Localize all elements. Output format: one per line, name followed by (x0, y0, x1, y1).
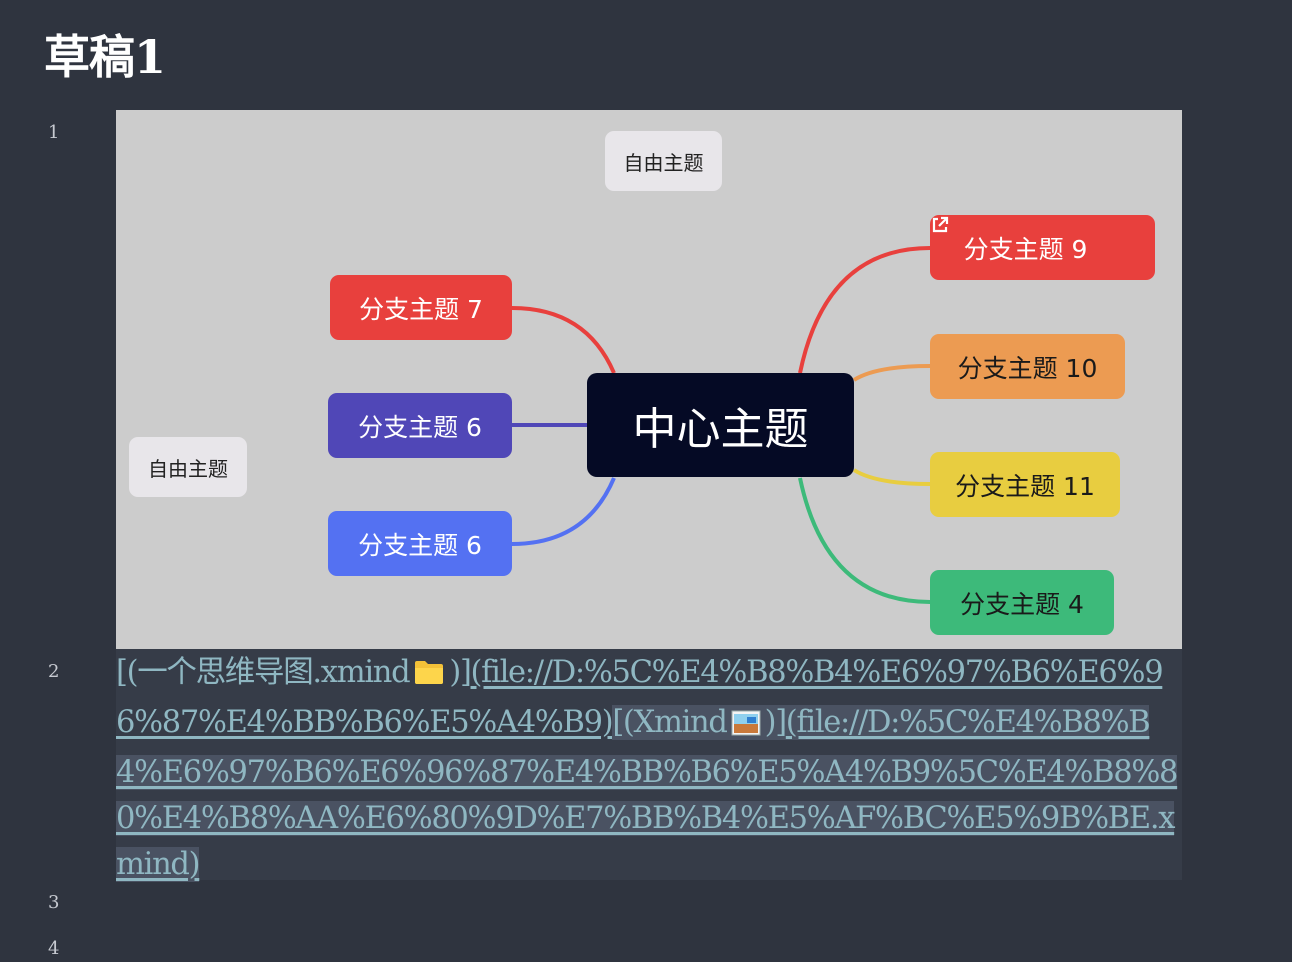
link1-text: 一个思维导图.xmind (137, 655, 410, 690)
mindmap-image[interactable]: 自由主题 自由主题 中心主题 分支主题 7 分支主题 6 分支主题 6 分支主题… (116, 110, 1182, 649)
link2-open-bracket: [( (612, 705, 635, 740)
connector-branch-7 (511, 306, 616, 374)
link2-close-bracket: )] (764, 705, 788, 740)
link1-close-bracket: )] (449, 655, 472, 690)
branch-topic-11[interactable]: 分支主题 11 (930, 452, 1120, 517)
branch-topic-10[interactable]: 分支主题 10 (930, 334, 1125, 399)
markdown-link-line[interactable]: [(一个思维导图.xmind)](file://D:%5C%E4%B8%B4%E… (116, 650, 1184, 888)
free-topic-top[interactable]: 自由主题 (605, 131, 722, 191)
external-link-icon[interactable] (932, 216, 1121, 256)
link2-text: Xmind (633, 705, 728, 740)
mindmap-connectors (511, 246, 931, 604)
connector-branch-6b (511, 477, 616, 546)
line-number: 3 (48, 892, 60, 913)
connector-branch-10 (852, 364, 931, 382)
connector-branch-11 (852, 468, 931, 486)
branch-topic-7[interactable]: 分支主题 7 (330, 275, 512, 340)
free-topic-left[interactable]: 自由主题 (129, 437, 247, 497)
line-number: 4 (48, 938, 60, 959)
link2-url[interactable]: (file://D:%5C%E4%B8%B4%E6%97%B6%E6%96%87… (116, 705, 1178, 882)
branch-topic-9-label: 分支主题 9 (963, 234, 1088, 264)
line-number: 1 (48, 122, 60, 143)
line-number: 2 (48, 661, 60, 682)
folder-icon (413, 654, 445, 700)
link1-open-bracket: [( (116, 655, 139, 690)
branch-topic-6a[interactable]: 分支主题 6 (328, 393, 512, 458)
center-topic[interactable]: 中心主题 (587, 373, 854, 477)
branch-topic-6b[interactable]: 分支主题 6 (328, 511, 512, 576)
document-title: 草稿1 (44, 30, 166, 84)
connector-branch-4 (798, 477, 931, 604)
link1-url[interactable]: (file://D:%5C%E4%B8%B4%E6%97%B6%E6%96%87… (116, 655, 1164, 740)
image-icon (731, 704, 761, 750)
branch-topic-9[interactable]: 分支主题 9 (930, 215, 1155, 280)
branch-topic-4[interactable]: 分支主题 4 (930, 570, 1114, 635)
connector-branch-9 (798, 246, 931, 374)
